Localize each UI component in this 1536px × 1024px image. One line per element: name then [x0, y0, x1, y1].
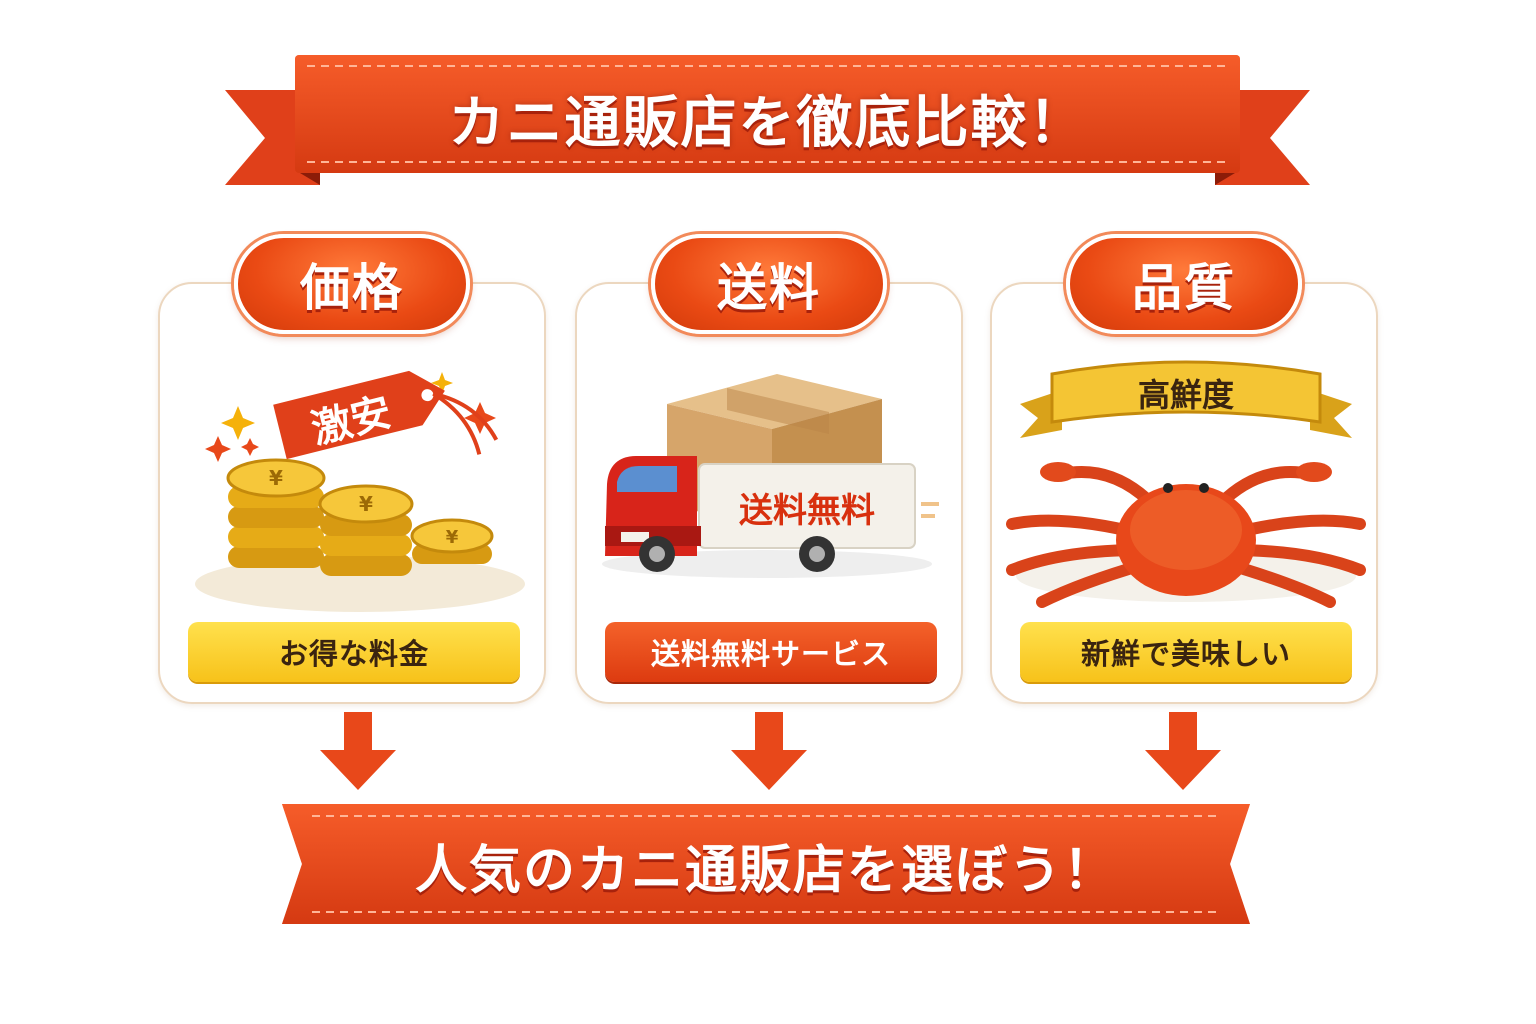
shipping-caption: 送料無料サービス [605, 622, 937, 682]
page-title: カニ通販店を徹底比較！ [448, 91, 1087, 156]
header-ribbon: カニ通販店を徹底比較！ [225, 50, 1310, 195]
quality-card: 品質 高鮮度 新鮮で美味しい [990, 234, 1378, 704]
svg-text:¥: ¥ [359, 492, 373, 516]
sparkle-icon [221, 372, 453, 440]
shipping-heading: 送料 [717, 259, 821, 317]
price-card: 価格 激安 ¥ [158, 234, 546, 704]
footer-banner: 人気のカニ通販店を選ぼう！ [282, 800, 1250, 928]
crab-icon: 高鮮度 [1006, 360, 1366, 608]
down-arrow-icon [1145, 712, 1221, 790]
footer-title: 人気のカニ通販店を選ぼう！ [414, 841, 1117, 901]
price-caption: お得な料金 [188, 622, 520, 682]
svg-text:¥: ¥ [269, 466, 283, 490]
shipping-heading-badge: 送料 [651, 234, 887, 334]
coins-price-tag-icon: 激安 ¥ ¥ ¥ [195, 370, 525, 612]
svg-text:¥: ¥ [446, 527, 459, 548]
shipping-card: 送料 送料無料 送料無料サービス [575, 234, 963, 704]
down-arrow-icon [731, 712, 807, 790]
footer-banner-shape [282, 804, 1250, 924]
freshness-ribbon-text: 高鮮度 [1138, 376, 1234, 414]
quality-caption: 新鮮で美味しい [1020, 622, 1352, 682]
delivery-truck-icon: 送料無料 [602, 374, 939, 578]
quality-heading-badge: 品質 [1066, 234, 1302, 334]
price-heading: 価格 [300, 259, 404, 317]
quality-heading: 品質 [1132, 259, 1236, 317]
down-arrow-icon [320, 712, 396, 790]
header-ribbon-shape [225, 55, 1310, 185]
free-shipping-sign: 送料無料 [739, 491, 875, 531]
price-heading-badge: 価格 [234, 234, 470, 334]
